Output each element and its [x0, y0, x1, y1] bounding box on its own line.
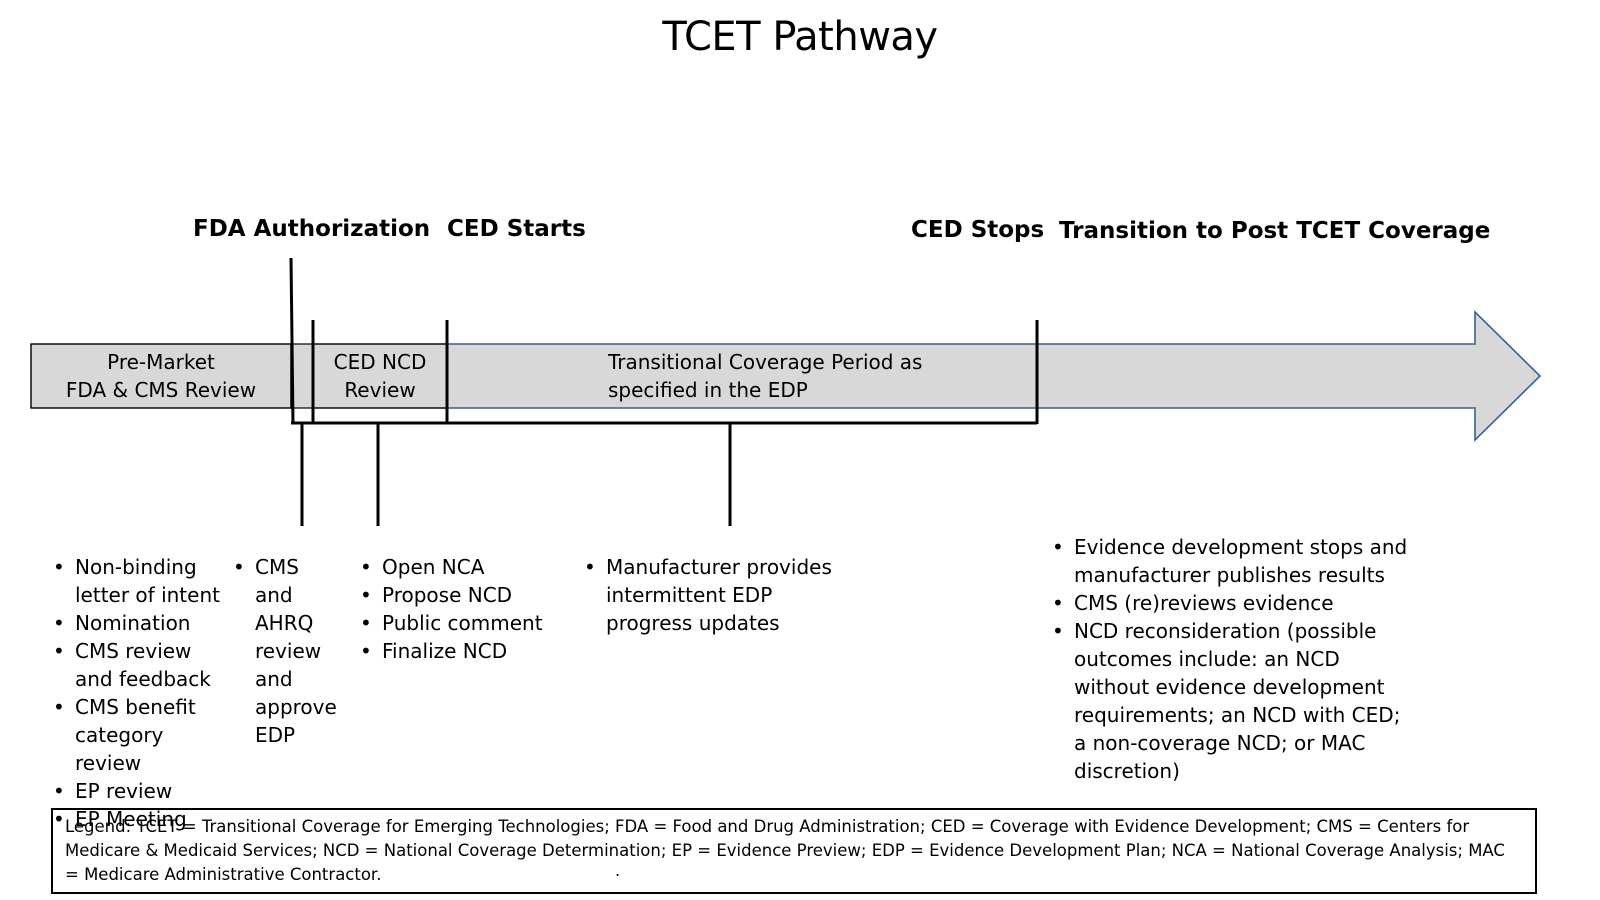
list-item: Finalize NCD [358, 637, 548, 665]
list-item: CMS review and feedback [51, 637, 231, 693]
phase-ced-ncd-review: CED NCD Review [313, 348, 447, 404]
bullets-pre-market: Non-binding letter of intent Nomination … [51, 553, 231, 833]
list-item: CMS benefit category review [51, 693, 231, 777]
edp-gap-box [290, 343, 314, 409]
ced-ncd-review-box [312, 343, 448, 409]
bullets-edp: CMS and AHRQ review and approve EDP [231, 553, 341, 749]
list-item: Manufacturer provides intermittent EDP p… [582, 553, 832, 637]
list-item: Non-binding letter of intent [51, 553, 231, 609]
phase-transitional-period: Transitional Coverage Period as specifie… [608, 348, 968, 404]
list-item: Open NCA [358, 553, 548, 581]
list-item: CMS and AHRQ review and approve EDP [231, 553, 341, 749]
bullets-ncd: Open NCA Propose NCD Public comment Fina… [358, 553, 548, 665]
page-title: TCET Pathway [662, 14, 938, 60]
fda-authorization-marker [289, 257, 295, 425]
phase-pre-market-line2: FDA & CMS Review [65, 378, 257, 402]
legend-text: Legend: TCET = Transitional Coverage for… [65, 817, 1505, 884]
legend-box: Legend: TCET = Transitional Coverage for… [51, 808, 1537, 894]
phase-transitional-line1: Transitional Coverage Period as [608, 350, 923, 374]
bullets-transitional: Manufacturer provides intermittent EDP p… [582, 553, 832, 637]
list-item: Evidence development stops and manufactu… [1050, 533, 1410, 589]
phase-pre-market: Pre-Market FDA & CMS Review [31, 348, 291, 404]
list-item: EP review [51, 777, 231, 805]
milestone-ced-stops: CED Stops [911, 217, 1045, 243]
list-item: Nomination [51, 609, 231, 637]
list-item: EP Meeting [51, 805, 231, 833]
milestone-fda-authorization: FDA Authorization [193, 216, 431, 242]
phase-transitional-line2: specified in the EDP [608, 378, 808, 402]
timeline-arrow [444, 310, 1542, 442]
phase-pre-market-line1: Pre-Market [107, 350, 215, 374]
list-item: Propose NCD [358, 581, 548, 609]
list-item: CMS (re)reviews evidence [1050, 589, 1410, 617]
list-item: NCD reconsideration (possible outcomes i… [1050, 617, 1410, 785]
legend-dot: . [615, 861, 621, 880]
list-item: Public comment [358, 609, 548, 637]
phase-ced-ncd-review-line2: Review [344, 378, 416, 402]
phase-ced-ncd-review-line1: CED NCD [333, 350, 427, 374]
milestone-transition: Transition to Post TCET Coverage [1059, 218, 1491, 244]
pre-market-box [30, 343, 292, 409]
bullets-post: Evidence development stops and manufactu… [1050, 533, 1410, 785]
milestone-ced-starts: CED Starts [447, 216, 586, 242]
